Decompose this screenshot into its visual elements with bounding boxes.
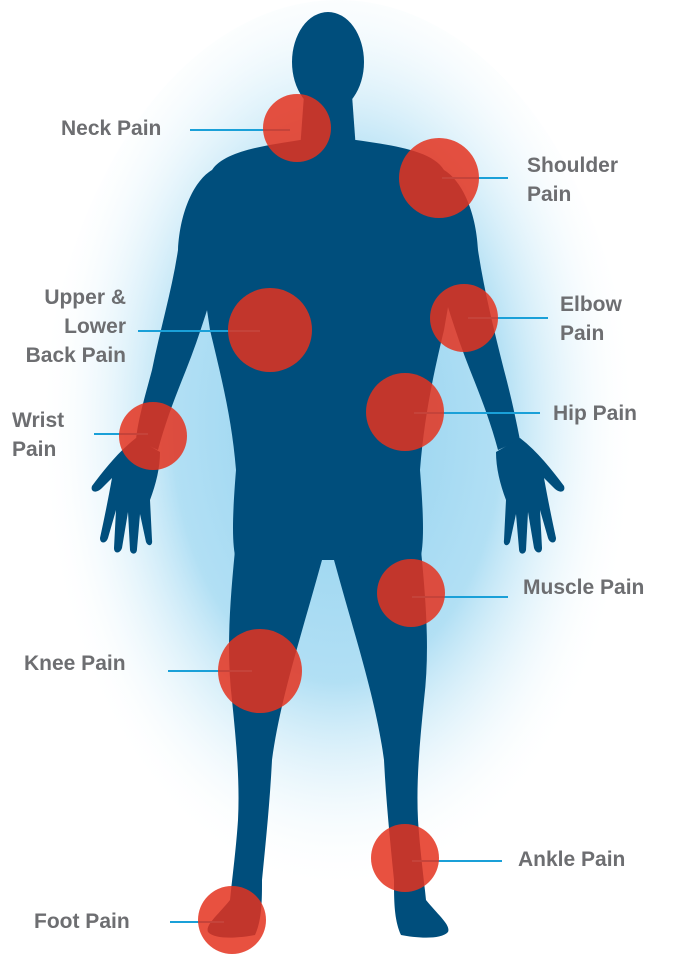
pain-spot-muscle [377,559,445,627]
label-shoulder-line-2: Pain [527,180,618,209]
pain-spot-ankle [371,824,439,892]
label-back-line-1: Upper & [10,283,126,312]
label-muscle-pain: Muscle Pain [523,573,644,602]
label-back-line-3: Back Pain [10,341,126,370]
label-back-pain: Upper & Lower Back Pain [10,283,126,370]
label-knee-line-1: Knee Pain [24,649,126,678]
pain-spot-hip [366,373,444,451]
label-neck-pain: Neck Pain [61,114,161,143]
label-muscle-line-1: Muscle Pain [523,573,644,602]
pain-spot-elbow [430,284,498,352]
label-wrist-pain: Wrist Pain [12,406,64,464]
label-shoulder-pain: Shoulder Pain [527,151,618,209]
pain-spot-shoulder [399,138,479,218]
pain-spot-foot [198,886,266,954]
pain-spot-knee [218,629,302,713]
label-elbow-pain: Elbow Pain [560,290,622,348]
pain-spot-wrist [119,402,187,470]
label-hip-pain: Hip Pain [553,399,637,428]
label-knee-pain: Knee Pain [24,649,126,678]
label-shoulder-line-1: Shoulder [527,151,618,180]
label-elbow-line-1: Elbow [560,290,622,319]
label-elbow-line-2: Pain [560,319,622,348]
label-neck-line-1: Neck Pain [61,114,161,143]
label-wrist-line-2: Pain [12,435,64,464]
label-ankle-line-1: Ankle Pain [518,845,625,874]
label-foot-line-1: Foot Pain [34,907,130,936]
label-wrist-line-1: Wrist [12,406,64,435]
pain-spot-neck [263,94,331,162]
label-back-line-2: Lower [10,312,126,341]
label-foot-pain: Foot Pain [34,907,130,936]
pain-spot-back [228,288,312,372]
label-ankle-pain: Ankle Pain [518,845,625,874]
label-hip-line-1: Hip Pain [553,399,637,428]
